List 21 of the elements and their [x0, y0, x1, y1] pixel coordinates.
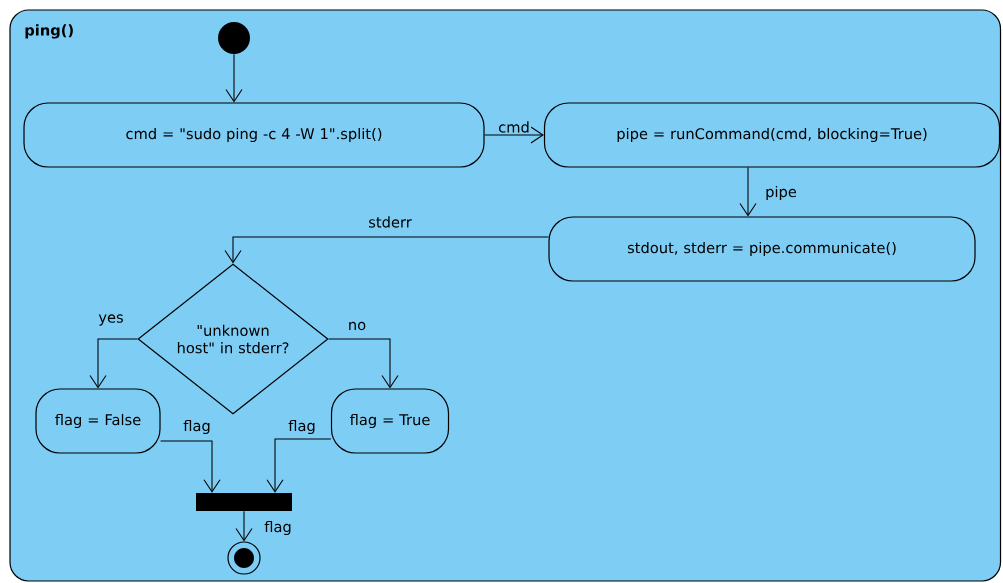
arrow [89, 338, 138, 389]
arrow [225, 53, 243, 103]
edge-label: stderr [366, 215, 414, 229]
join-bar [196, 493, 292, 511]
arrow [484, 126, 544, 144]
initial-node [218, 22, 250, 54]
edge-label: yes [97, 313, 125, 327]
arrow [235, 510, 253, 542]
action-box: flag = True [330, 388, 450, 454]
action-box: flag = False [35, 388, 161, 454]
edge-label: cmd [496, 120, 532, 134]
arrow [266, 438, 332, 493]
arrow [328, 338, 399, 389]
arrow [160, 440, 221, 493]
final-node [227, 541, 261, 575]
action-box: stdout, stderr = pipe.communicate() [548, 216, 976, 282]
action-box: pipe = runCommand(cmd, blocking=True) [543, 102, 1001, 168]
arrow [739, 167, 757, 217]
action-box: cmd = "sudo ping -c 4 -W 1".split() [23, 102, 485, 168]
arrow [224, 236, 549, 264]
edge-label: no [346, 320, 368, 332]
